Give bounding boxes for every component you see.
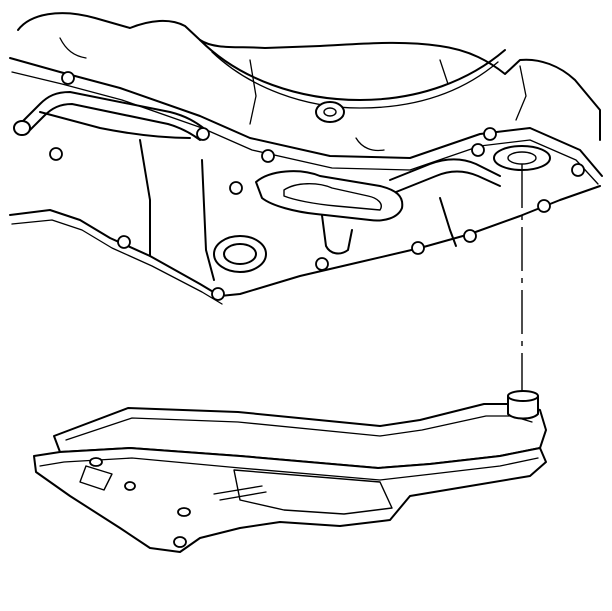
bolt-head: [261, 149, 275, 163]
case-rib-3: [59, 37, 87, 59]
bell-housing-arc: [199, 39, 506, 101]
bolt-head: [463, 229, 477, 243]
cooler-line-upper-inner: [25, 103, 201, 141]
valve-body-inner: [283, 183, 382, 211]
pan-rail-inner: [11, 219, 223, 305]
filter-socket-inner: [507, 151, 537, 165]
case-body-edge-3: [319, 199, 353, 255]
case-body-edge-1: [139, 139, 151, 257]
case-flange-left: [9, 57, 603, 177]
case-rib-5: [355, 137, 385, 152]
cooler-line-lower: [39, 111, 191, 139]
shift-linkage-2: [395, 170, 501, 193]
bolt-head: [49, 147, 63, 161]
cooler-line-upper: [21, 91, 207, 131]
filter-step-line: [39, 457, 539, 481]
filter-neck: [507, 395, 539, 420]
shift-linkage: [389, 158, 501, 181]
case-rib-4: [249, 59, 257, 125]
bolt-head: [537, 199, 551, 213]
bolt-head: [196, 127, 210, 141]
transmission-case: [9, 12, 603, 305]
case-flange-left-inner: [11, 71, 599, 185]
filter-hole: [89, 457, 103, 467]
vent-fitting-center: [323, 107, 337, 117]
pan-rail-outline: [9, 185, 601, 297]
filter-recess-rib: [213, 485, 267, 501]
bolt-head: [483, 127, 497, 141]
case-bolts: [49, 71, 585, 301]
tube-fitting-left: [13, 120, 31, 136]
bolt-head: [315, 257, 329, 271]
bell-housing-inner-arc: [211, 51, 499, 109]
bolt-head: [229, 181, 243, 195]
bolt-head: [571, 163, 585, 177]
drain-boss-inner: [223, 243, 257, 265]
filter-top-rim: [65, 415, 533, 441]
filter-recess: [233, 469, 393, 515]
case-body-edge-2: [201, 159, 215, 281]
filter-hole: [124, 481, 136, 491]
case-body-edge-4: [439, 197, 457, 247]
bolt-head: [117, 235, 131, 249]
bolt-head: [61, 71, 75, 85]
bolt-head: [411, 241, 425, 255]
transmission-filter: [33, 390, 547, 553]
filter-hole: [173, 536, 187, 548]
case-upper-housing: [17, 12, 601, 141]
bolt-head: [211, 287, 225, 301]
case-rib-1: [515, 65, 527, 121]
filter-slot: [79, 465, 113, 491]
bolt-head: [471, 143, 485, 157]
case-rib-2: [439, 59, 449, 85]
filter-hole: [177, 507, 191, 517]
filter-neck-top: [507, 390, 539, 402]
